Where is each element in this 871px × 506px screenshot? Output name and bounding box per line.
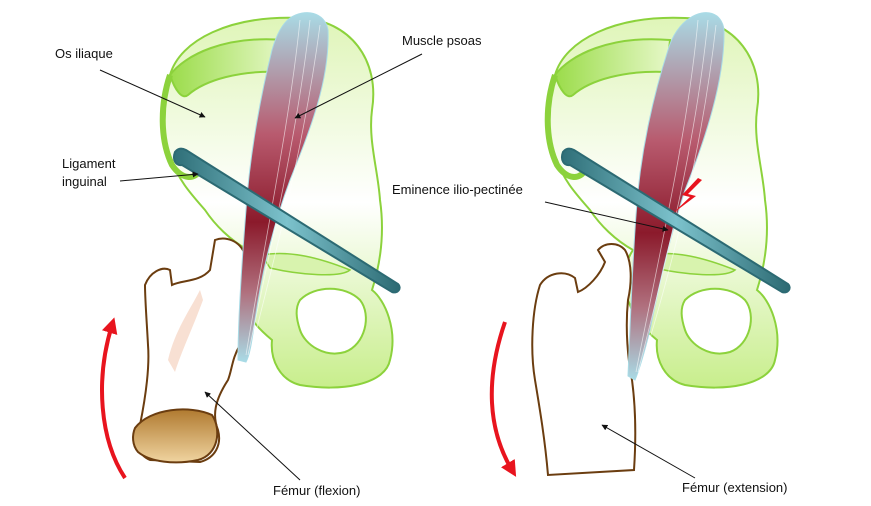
label-os-iliaque: Os iliaque xyxy=(55,46,113,61)
pointer-femur-flexion xyxy=(204,391,301,481)
pointer-femur-extension xyxy=(601,424,696,479)
left-figure-flexion xyxy=(100,12,401,480)
right-figure-extension xyxy=(489,12,791,477)
left-inguinal-ligament xyxy=(172,147,401,294)
right-iliac-rim xyxy=(544,74,588,180)
label-femur-extension: Fémur (extension) xyxy=(682,480,787,495)
right-inguinal-ligament xyxy=(560,147,791,294)
left-obturator-foramen xyxy=(295,287,367,355)
pointer-muscle-psoas xyxy=(294,53,423,119)
label-femur-flexion: Fémur (flexion) xyxy=(273,483,360,498)
lightning-bolt-icon xyxy=(672,178,702,214)
label-ligament-line2: inguinal xyxy=(62,174,107,189)
left-femur xyxy=(135,237,253,464)
labels: Os iliaque Muscle psoas Ligament inguina… xyxy=(55,33,787,498)
pointer-os-iliaque xyxy=(99,69,206,118)
right-psoas-muscle xyxy=(627,12,725,381)
pointer-ligament xyxy=(119,171,199,182)
left-femur-shaft-shadow xyxy=(168,290,203,372)
right-iliac-crest xyxy=(553,38,672,98)
right-obturator-foramen xyxy=(680,287,752,355)
left-flexion-arrow xyxy=(100,317,127,480)
left-femur-head xyxy=(132,408,219,464)
right-femur xyxy=(531,243,637,477)
right-extension-arrow xyxy=(489,321,517,477)
left-psoas-fibers xyxy=(245,19,321,356)
left-pubic-ramus xyxy=(260,252,352,276)
label-muscle-psoas: Muscle psoas xyxy=(402,33,482,48)
left-iliac-crest xyxy=(168,38,287,98)
label-ligament-line1: Ligament xyxy=(62,156,116,171)
label-eminence: Eminence ilio-pectinée xyxy=(392,182,523,197)
pointer-eminence xyxy=(544,201,669,232)
